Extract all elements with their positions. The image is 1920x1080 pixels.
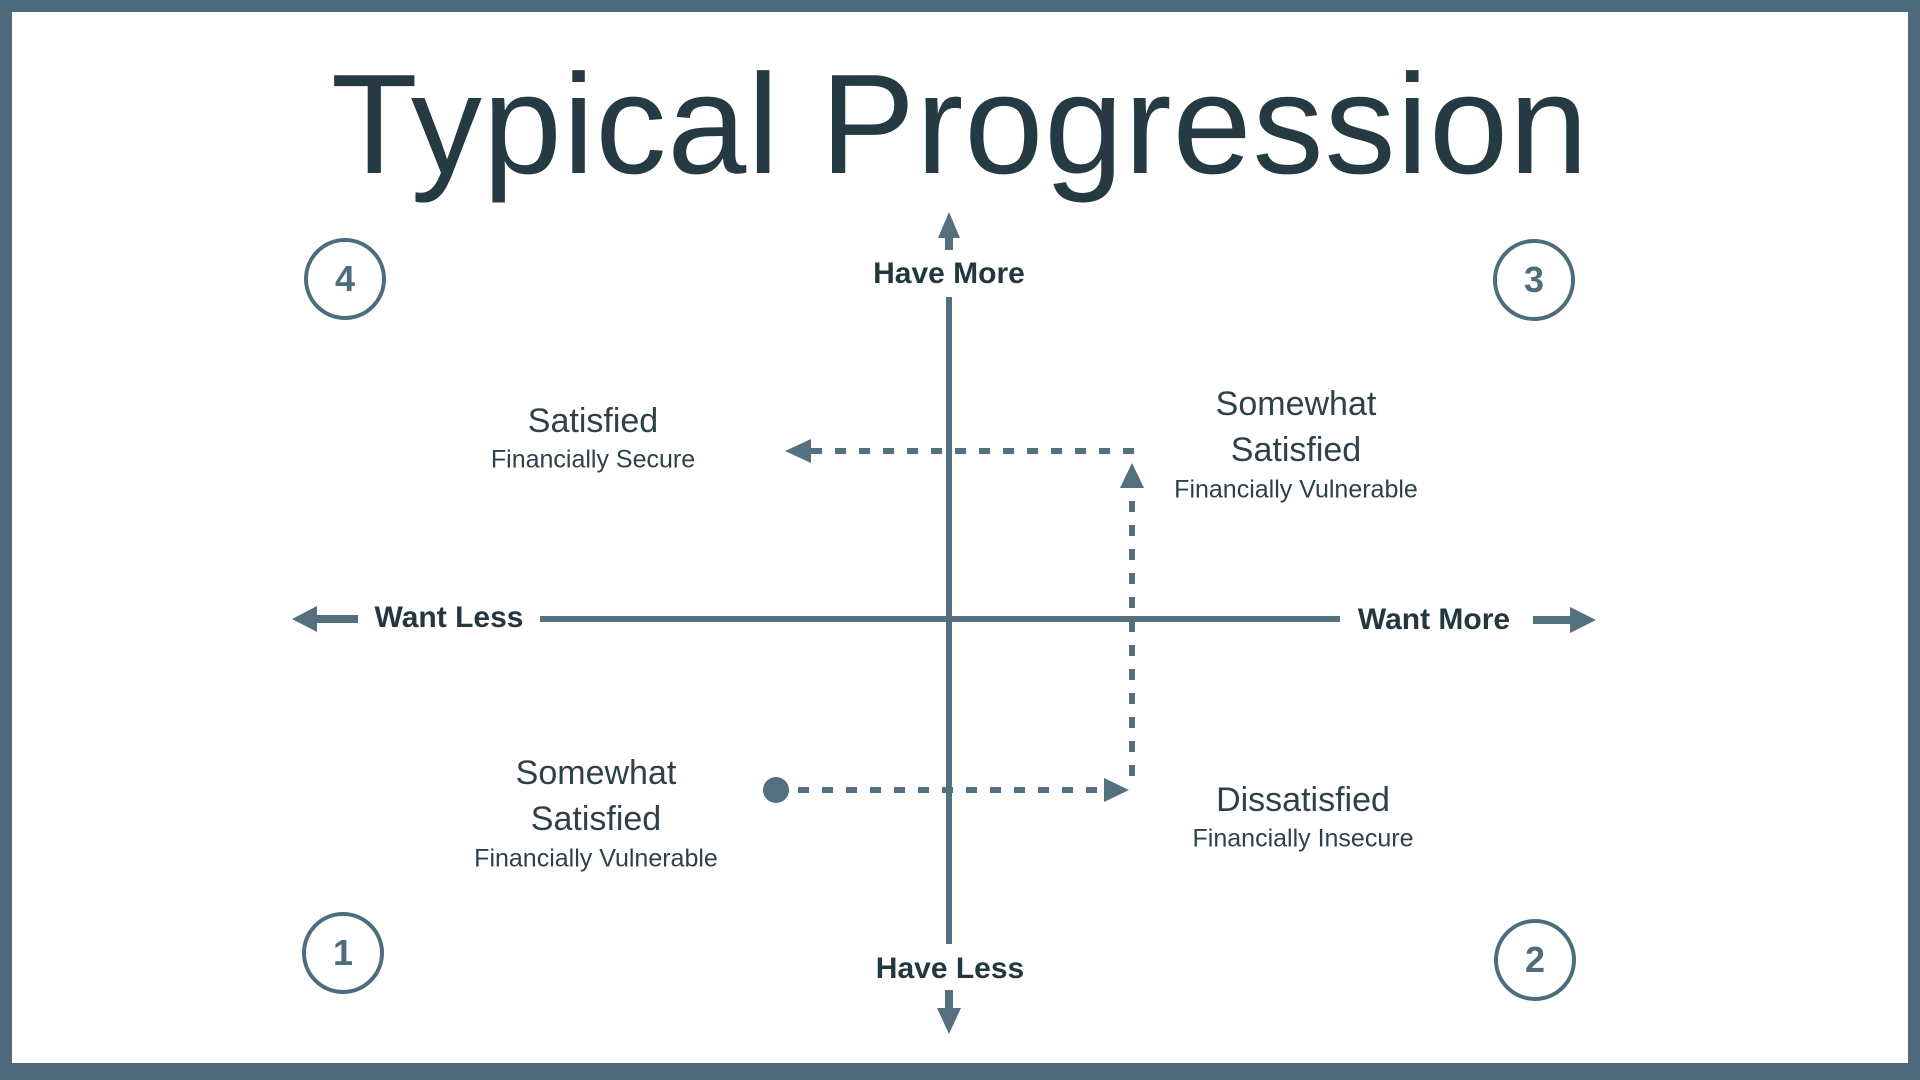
- progression-right-arrowhead-icon: [1104, 778, 1129, 802]
- horizontal-axis-right-arrowhead-icon: [1570, 607, 1596, 633]
- quadrant-bottom-right-label: Dissatisfied: [1216, 781, 1390, 819]
- axis-label-have-less: Have Less: [875, 952, 1025, 985]
- progression-left-arrowhead-icon: [785, 439, 811, 463]
- axis-label-want-more: Want More: [1357, 603, 1511, 636]
- progression-up-arrowhead-icon: [1120, 463, 1144, 488]
- quadrant-top-left-label: Satisfied: [527, 402, 659, 440]
- quadrant-4-number: 4: [334, 258, 356, 299]
- quadrant-3-number: 3: [1523, 259, 1545, 300]
- quadrant-2-number: 2: [1524, 939, 1546, 980]
- page-title: Typical Progression: [330, 45, 1590, 204]
- vertical-axis-down-arrowhead-icon: [937, 1008, 961, 1034]
- quadrant-3-badge: 3: [1493, 239, 1575, 321]
- quadrant-1-number: 1: [332, 932, 354, 973]
- quadrant-bottom-left-sublabel: Financially Vulnerable: [474, 844, 718, 873]
- horizontal-axis-left-arrowhead-icon: [292, 606, 317, 632]
- axis-label-want-less: Want Less: [374, 601, 524, 634]
- quadrant-bottom-right-sublabel: Financially Insecure: [1192, 824, 1414, 853]
- quadrant-top-left-sublabel: Financially Secure: [490, 445, 696, 474]
- quadrant-top-right-sublabel: Financially Vulnerable: [1174, 475, 1418, 504]
- vertical-axis-up-arrowhead-icon: [938, 212, 960, 238]
- quadrant-4-badge: 4: [304, 238, 386, 320]
- axis-label-have-more: Have More: [873, 257, 1025, 290]
- quadrant-1-badge: 1: [302, 912, 384, 994]
- progression-start-dot-icon: [763, 777, 789, 803]
- quadrant-bottom-left-label: Somewhat Satisfied: [515, 754, 677, 838]
- quadrant-2-badge: 2: [1494, 919, 1576, 1001]
- quadrant-top-right-label: Somewhat Satisfied: [1215, 385, 1377, 469]
